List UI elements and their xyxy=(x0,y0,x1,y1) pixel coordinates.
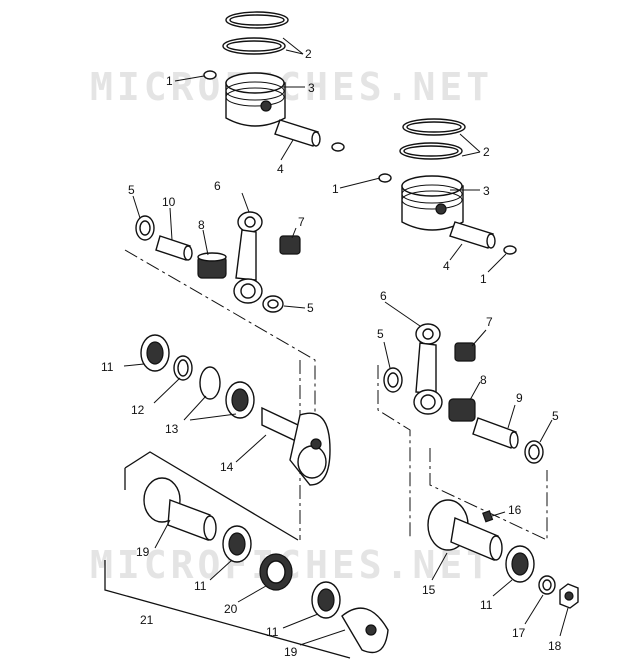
label-3b: 3 xyxy=(483,184,490,198)
label-3a: 3 xyxy=(308,81,315,95)
label-6b: 6 xyxy=(380,289,387,303)
left-main-bearing-11c xyxy=(311,581,341,619)
label-2a: 2 xyxy=(305,47,312,61)
label-5a: 5 xyxy=(128,183,135,197)
left-flywheel-19a xyxy=(143,477,217,541)
left-circlip-2 xyxy=(331,142,345,152)
label-5b: 5 xyxy=(307,301,314,315)
left-circlip-1 xyxy=(203,70,217,80)
label-6a: 6 xyxy=(214,179,221,193)
left-washer-5a xyxy=(135,215,155,241)
label-9: 9 xyxy=(516,391,523,405)
right-piston xyxy=(401,175,464,231)
label-4a: 4 xyxy=(277,162,284,176)
right-main-bearing-11 xyxy=(505,545,535,583)
label-11b: 11 xyxy=(194,579,207,593)
label-8b: 8 xyxy=(480,373,487,387)
left-piston xyxy=(225,72,286,127)
label-15: 15 xyxy=(422,583,436,597)
label-11d: 11 xyxy=(480,598,493,612)
right-pin-9 xyxy=(472,417,519,449)
right-circlip-2 xyxy=(503,245,517,255)
right-washer-17 xyxy=(538,575,556,595)
right-nut-18 xyxy=(559,583,579,609)
left-washer-5b xyxy=(262,295,284,313)
label-1c: 1 xyxy=(480,272,487,286)
callout-labels: 2 1 3 4 1 2 3 4 1 5 10 8 6 7 5 11 12 13 … xyxy=(101,47,562,659)
left-main-bearing-11a xyxy=(140,334,170,372)
label-16: 16 xyxy=(508,503,522,517)
label-19b: 19 xyxy=(284,645,298,659)
left-bearing-20 xyxy=(259,553,293,591)
left-small-bearing-7 xyxy=(279,235,301,255)
left-crank-half-19b xyxy=(341,607,389,654)
label-1a: 1 xyxy=(166,74,173,88)
right-piston-rings xyxy=(399,118,466,160)
right-conrod-6 xyxy=(413,323,443,415)
label-10: 10 xyxy=(162,195,176,209)
label-11a: 11 xyxy=(101,360,114,374)
label-18: 18 xyxy=(548,639,562,653)
right-circlip-1 xyxy=(378,173,392,183)
left-bearing-13b xyxy=(225,381,255,419)
label-5c: 5 xyxy=(377,327,384,341)
label-2b: 2 xyxy=(483,145,490,159)
label-4b: 4 xyxy=(443,259,450,273)
right-needle-bearing-8 xyxy=(448,398,476,422)
label-11c: 11 xyxy=(266,625,279,639)
label-12: 12 xyxy=(131,403,145,417)
label-5d: 5 xyxy=(552,409,559,423)
label-14: 14 xyxy=(220,460,234,474)
right-washer-5b xyxy=(524,440,544,464)
left-piston-rings xyxy=(222,11,289,55)
label-7b: 7 xyxy=(486,315,493,329)
left-snap-ring-13a xyxy=(199,366,221,400)
label-17: 17 xyxy=(512,626,526,640)
right-crank-half-15 xyxy=(427,499,503,561)
label-8a: 8 xyxy=(198,218,205,232)
right-small-bearing-7 xyxy=(454,342,476,362)
watermark-bottom: MICROFICHES.NET xyxy=(90,543,493,587)
left-main-bearing-11b xyxy=(222,525,252,563)
label-19a: 19 xyxy=(136,545,150,559)
left-crank-outline xyxy=(124,451,299,541)
right-key-16 xyxy=(482,510,494,523)
left-bearing-dashed-box xyxy=(124,249,316,540)
left-wrist-pin xyxy=(274,119,321,147)
label-1b: 1 xyxy=(332,182,339,196)
right-wrist-pin xyxy=(449,221,496,249)
label-20: 20 xyxy=(224,602,238,616)
leader-lines xyxy=(123,37,569,646)
left-conrod-6 xyxy=(233,211,263,304)
left-pin-10 xyxy=(155,235,193,261)
label-21: 21 xyxy=(140,613,154,627)
right-washer-5a xyxy=(383,367,403,393)
bracket-21 xyxy=(104,560,351,659)
left-needle-bearing-8 xyxy=(197,252,227,279)
left-crank-half-14 xyxy=(261,406,331,486)
left-oil-seal-12 xyxy=(173,355,193,381)
label-13: 13 xyxy=(165,422,179,436)
label-7a: 7 xyxy=(298,215,305,229)
